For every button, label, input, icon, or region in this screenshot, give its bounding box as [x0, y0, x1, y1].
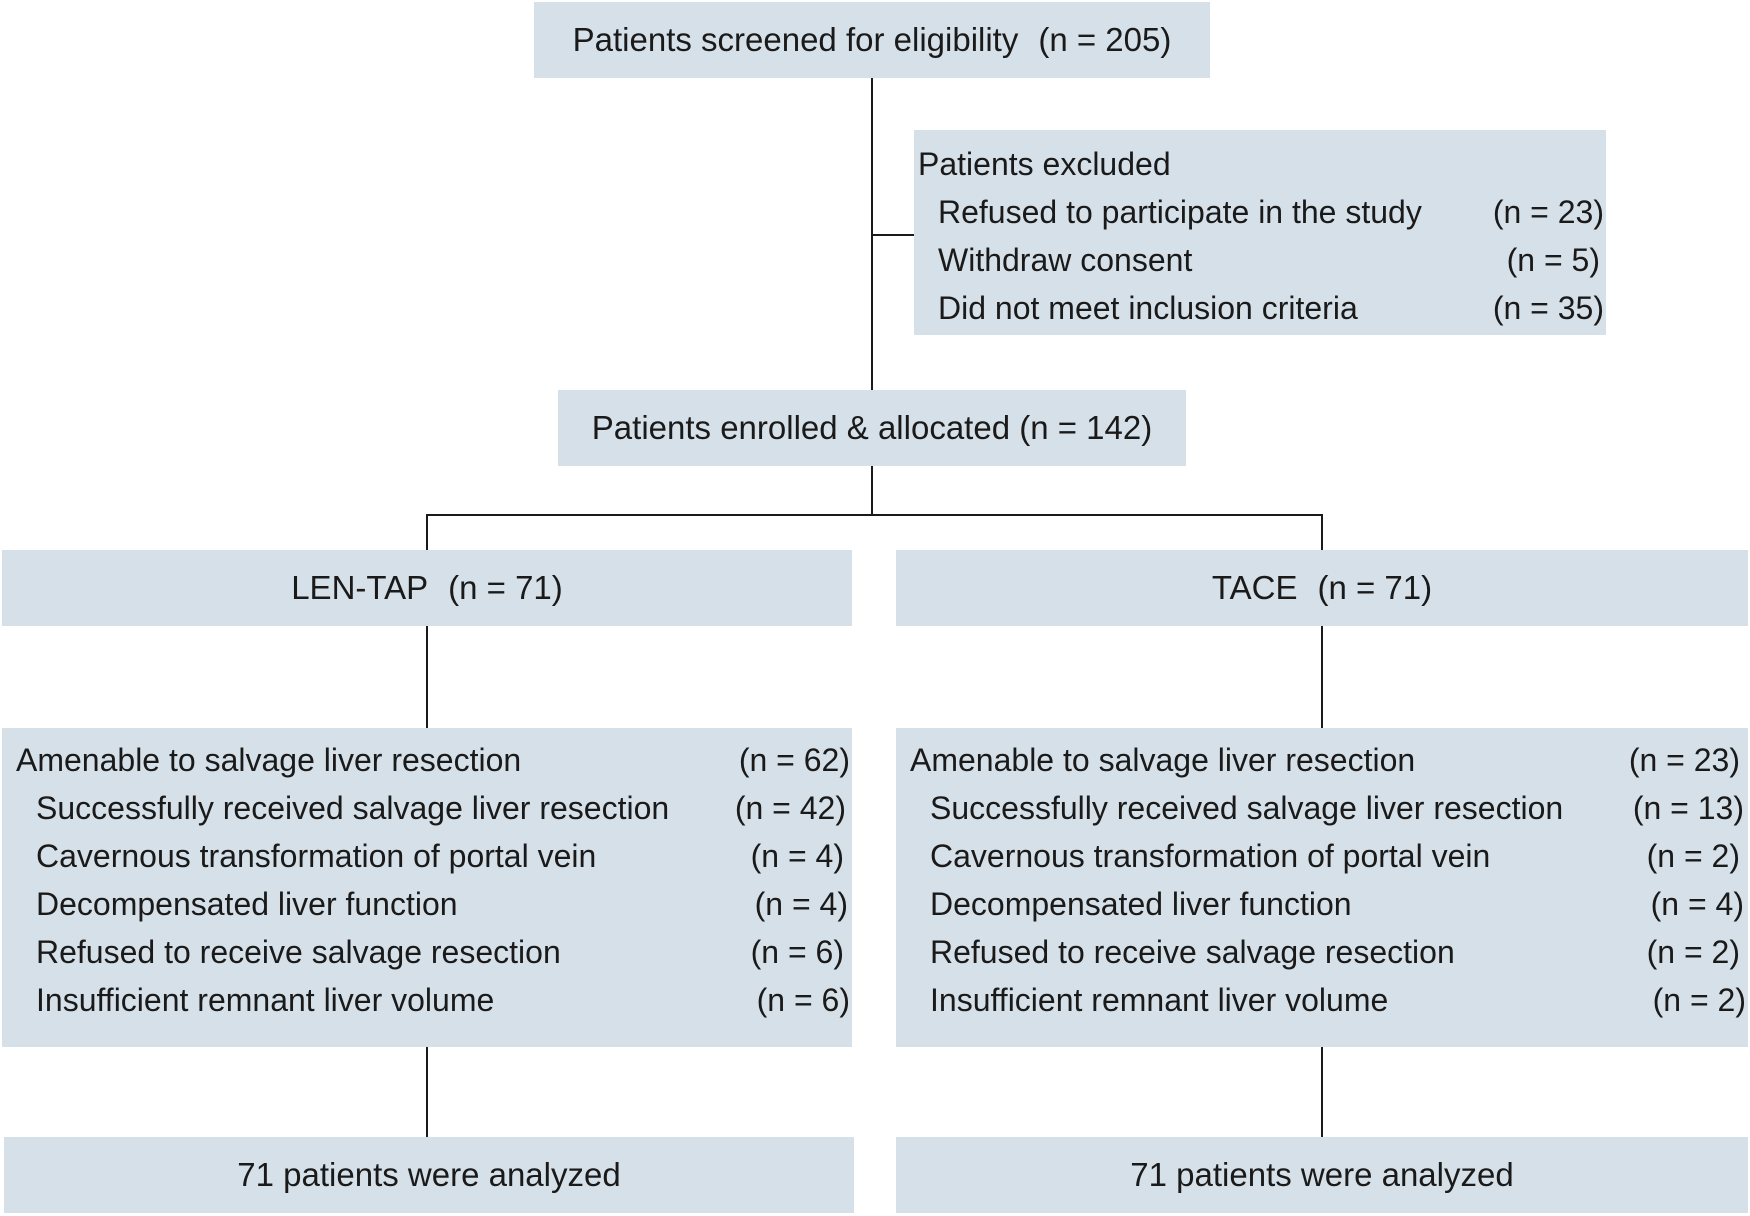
details-box-tace: Amenable to salvage liver resection (n =…: [896, 728, 1748, 1047]
detail-label: Insufficient remnant liver volume: [930, 982, 1389, 1018]
detail-label: Successfully received salvage liver rese…: [36, 790, 670, 826]
screened-count: (n = 205): [1038, 21, 1172, 58]
detail-label: Amenable to salvage liver resection: [910, 742, 1416, 778]
detail-count: (n = 4): [754, 886, 848, 922]
arm-name: TACE: [1211, 569, 1298, 606]
detail-count: (n = 4): [750, 838, 844, 874]
detail-count: (n = 4): [1650, 886, 1744, 922]
excluded-item-label: Refused to participate in the study: [938, 194, 1422, 230]
detail-count: (n = 2): [1646, 838, 1740, 874]
arm-box-len-tap: LEN-TAP (n = 71): [2, 550, 852, 626]
excluded-item-count: (n = 35): [1492, 290, 1604, 326]
excluded-item-count: (n = 5): [1506, 242, 1600, 278]
detail-count: (n = 13): [1632, 790, 1744, 826]
detail-count: (n = 23): [1628, 742, 1740, 778]
detail-label: Successfully received salvage liver rese…: [930, 790, 1564, 826]
detail-label: Refused to receive salvage resection: [36, 934, 561, 970]
connector-left-arm-details: [426, 626, 428, 728]
excluded-item-label: Withdraw consent: [938, 242, 1193, 278]
analyzed-label: 71 patients were analyzed: [237, 1156, 621, 1193]
detail-count: (n = 2): [1646, 934, 1740, 970]
screened-box: Patients screened for eligibility (n = 2…: [534, 2, 1210, 78]
arm-name: LEN-TAP: [291, 569, 429, 606]
detail-count: (n = 2): [1652, 982, 1746, 1018]
detail-count: (n = 42): [734, 790, 846, 826]
detail-label: Refused to receive salvage resection: [930, 934, 1455, 970]
excluded-item-label: Did not meet inclusion criteria: [938, 290, 1358, 326]
analyzed-box-len-tap: 71 patients were analyzed: [4, 1137, 854, 1213]
details-box-len-tap: Amenable to salvage liver resection (n =…: [2, 728, 852, 1047]
detail-label: Cavernous transformation of portal vein: [36, 838, 597, 874]
detail-count: (n = 62): [738, 742, 850, 778]
arm-count: (n = 71): [1317, 569, 1433, 606]
analyzed-box-tace: 71 patients were analyzed: [896, 1137, 1748, 1213]
analyzed-label: 71 patients were analyzed: [1130, 1156, 1514, 1193]
connector-right-details-analyzed: [1321, 1047, 1323, 1137]
detail-count: (n = 6): [756, 982, 850, 1018]
enrolled-label: Patients enrolled & allocated (n = 142): [591, 409, 1153, 446]
connector-enrolled-split: [871, 466, 873, 514]
detail-label: Decompensated liver function: [930, 886, 1352, 922]
screened-label: Patients screened for eligibility: [572, 21, 1019, 58]
connector-left-details-analyzed: [426, 1047, 428, 1137]
arm-count: (n = 71): [448, 569, 563, 606]
connector-excluded: [871, 234, 917, 236]
excluded-title: Patients excluded: [918, 146, 1171, 182]
detail-label: Insufficient remnant liver volume: [36, 982, 495, 1018]
detail-label: Cavernous transformation of portal vein: [930, 838, 1491, 874]
connector-split-left: [426, 514, 428, 550]
connector-right-arm-details: [1321, 626, 1323, 728]
excluded-box: Patients excluded Refused to participate…: [914, 130, 1606, 335]
detail-label: Decompensated liver function: [36, 886, 458, 922]
enrolled-box: Patients enrolled & allocated (n = 142): [558, 390, 1186, 466]
detail-label: Amenable to salvage liver resection: [16, 742, 522, 778]
detail-count: (n = 6): [750, 934, 844, 970]
arm-box-tace: TACE (n = 71): [896, 550, 1748, 626]
excluded-item-count: (n = 23): [1492, 194, 1604, 230]
connector-split-horizontal: [426, 514, 1323, 516]
connector-split-right: [1321, 514, 1323, 550]
